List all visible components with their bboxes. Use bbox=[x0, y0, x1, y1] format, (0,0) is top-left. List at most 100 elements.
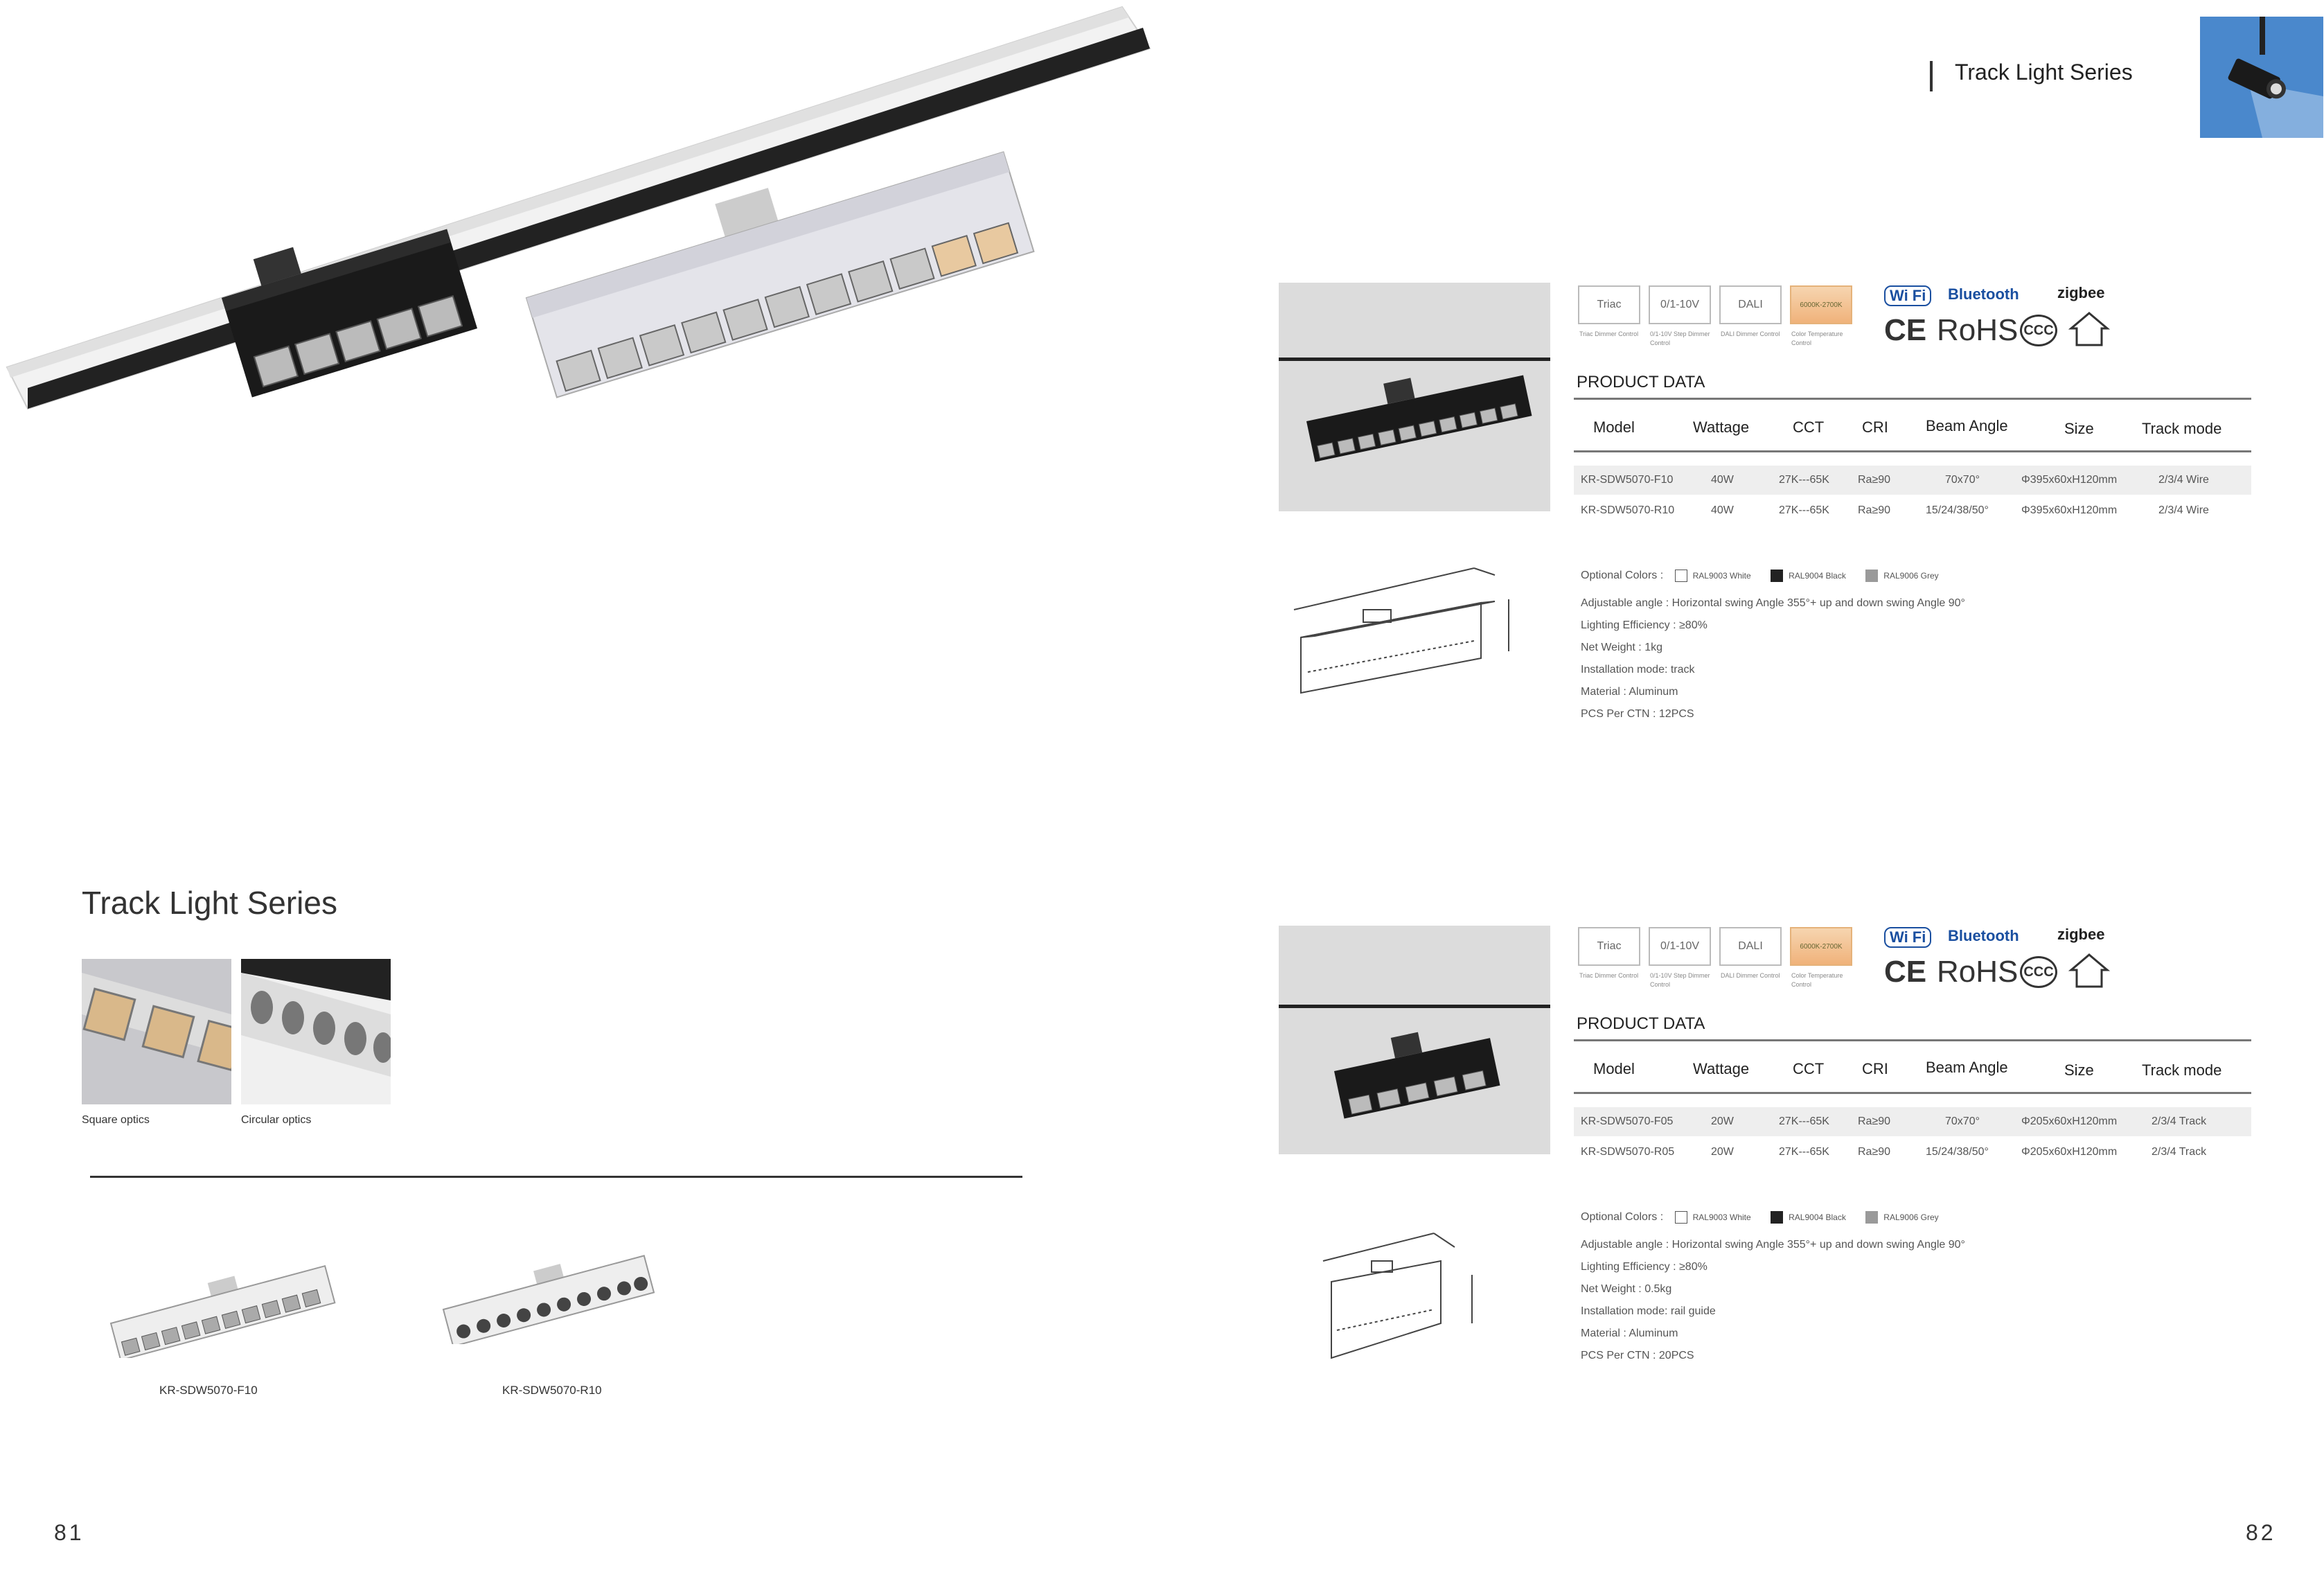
block2-spec-lighting-efficiency: Lighting Efficiency : ≥80% bbox=[1581, 1261, 1707, 1273]
block1-rule-top bbox=[1574, 398, 2251, 400]
block2-spec-adjustable-angle: Adjustable angle : Horizontal swing Angl… bbox=[1581, 1239, 1965, 1251]
block1-cell-1-model: KR-SDW5070-R10 bbox=[1581, 504, 1675, 516]
block2-optional-colors: Optional Colors : RAL9003 White RAL9004 … bbox=[1581, 1211, 1955, 1224]
product-caption-f10: KR-SDW5070-F10 bbox=[159, 1384, 258, 1397]
block1-header-size: Size bbox=[2064, 420, 2094, 437]
block1-header-model: Model bbox=[1593, 418, 1635, 436]
block2-dimension-drawing bbox=[1316, 1226, 1496, 1365]
block1-header-track-mode: Track mode bbox=[2142, 420, 2222, 437]
block2-swatch-white bbox=[1674, 1211, 1687, 1224]
block2-header-beam-angle: Beam Angle bbox=[1926, 1059, 2008, 1076]
block1-control-0-10v: 0/1-10V bbox=[1649, 285, 1711, 324]
page-number-left: 81 bbox=[54, 1520, 85, 1545]
block1-caption-triac: Triac Dimmer Control bbox=[1579, 330, 1639, 337]
block2-spec-material: Material : Aluminum bbox=[1581, 1327, 1678, 1339]
hero-track-light-image bbox=[0, 0, 1178, 485]
block1-optional-colors-label: Optional Colors : bbox=[1581, 570, 1664, 582]
block2-header-cri: CRI bbox=[1862, 1060, 1888, 1077]
circular-optics-caption: Circular optics bbox=[241, 1114, 312, 1126]
block2-control-cct: 6000K-2700K bbox=[1790, 927, 1852, 966]
product-caption-r10: KR-SDW5070-R10 bbox=[502, 1384, 602, 1397]
block2-cell-0-wattage: 20W bbox=[1711, 1115, 1734, 1127]
square-optics-image bbox=[82, 959, 231, 1104]
block2-header-cct: CCT bbox=[1793, 1060, 1825, 1077]
block2-product-photo bbox=[1279, 926, 1550, 1154]
block2-caption-0-10v: 0/1-10V Step Dimmer Control bbox=[1650, 972, 1710, 988]
block1-cell-0-wattage: 40W bbox=[1711, 474, 1734, 486]
block1-control-cct: 6000K-2700K bbox=[1790, 285, 1852, 324]
block2-swatch-black bbox=[1771, 1211, 1784, 1224]
block1-swatch-black-label: RAL9004 Black bbox=[1789, 571, 1846, 581]
block2-header-size: Size bbox=[2064, 1061, 2094, 1079]
block2-cell-1-size: Φ205x60xH120mm bbox=[2021, 1146, 2118, 1158]
block2-header-track-mode: Track mode bbox=[2142, 1061, 2222, 1079]
block2-caption-dali: DALI Dimmer Control bbox=[1721, 972, 1780, 979]
block1-header-beam-angle: Beam Angle bbox=[1926, 417, 2008, 434]
block2-control-0-10v: 0/1-10V bbox=[1649, 927, 1711, 966]
block2-cell-0-cct: 27K---65K bbox=[1779, 1115, 1829, 1127]
block2-swatch-grey bbox=[1865, 1211, 1879, 1224]
block1-dimension-drawing bbox=[1287, 561, 1536, 707]
corner-product-thumbnail bbox=[2200, 17, 2323, 138]
block2-cell-0-beam: 70x70° bbox=[1945, 1115, 1980, 1127]
block2-control-triac: Triac bbox=[1578, 927, 1640, 966]
block1-spec-net-weight: Net Weight : 1kg bbox=[1581, 642, 1662, 653]
block2-control-dali: DALI bbox=[1719, 927, 1782, 966]
block2-cell-0-cri: Ra≥90 bbox=[1858, 1115, 1891, 1127]
block2-swatch-grey-label: RAL9006 Grey bbox=[1883, 1212, 1939, 1222]
block2-rule-header bbox=[1574, 1092, 2251, 1094]
block1-cell-1-beam: 15/24/38/50° bbox=[1926, 504, 1989, 516]
block1-zigbee-icon: zigbee bbox=[2057, 284, 2105, 301]
block2-swatch-black-label: RAL9004 Black bbox=[1789, 1212, 1846, 1222]
header-series-title: Track Light Series bbox=[1955, 60, 2133, 85]
block2-cell-1-beam: 15/24/38/50° bbox=[1926, 1146, 1989, 1158]
block1-cell-1-cct: 27K---65K bbox=[1779, 504, 1829, 516]
block2-cell-1-wattage: 20W bbox=[1711, 1146, 1734, 1158]
block2-zigbee-icon: zigbee bbox=[2057, 926, 2105, 943]
block2-caption-cct: Color Temperature Control bbox=[1791, 972, 1843, 988]
block1-swatch-grey-label: RAL9006 Grey bbox=[1883, 571, 1939, 581]
block2-home-icon bbox=[2068, 952, 2111, 993]
block2-spec-net-weight: Net Weight : 0.5kg bbox=[1581, 1283, 1672, 1295]
block1-swatch-black bbox=[1771, 570, 1784, 582]
block1-rohs-icon: RoHS bbox=[1937, 313, 2019, 347]
block1-swatch-white-label: RAL9003 White bbox=[1692, 571, 1751, 581]
block1-product-photo bbox=[1279, 283, 1550, 511]
circular-optics-image bbox=[241, 959, 391, 1104]
block1-cell-1-track: 2/3/4 Wire bbox=[2158, 504, 2209, 516]
block1-spec-installation-mode: Installation mode: track bbox=[1581, 664, 1695, 676]
block1-header-cct: CCT bbox=[1793, 418, 1825, 436]
block1-cell-0-cri: Ra≥90 bbox=[1858, 474, 1891, 486]
block2-ce-icon: CE bbox=[1884, 955, 1927, 989]
block1-cell-0-model: KR-SDW5070-F10 bbox=[1581, 474, 1674, 486]
square-optics-caption: Square optics bbox=[82, 1114, 150, 1126]
block2-header-model: Model bbox=[1593, 1060, 1635, 1077]
block2-header-wattage: Wattage bbox=[1693, 1060, 1750, 1077]
block1-cell-1-cri: Ra≥90 bbox=[1858, 504, 1891, 516]
block2-ccc-icon: CCC bbox=[2020, 956, 2057, 988]
block1-cell-0-beam: 70x70° bbox=[1945, 474, 1980, 486]
block2-cell-1-cri: Ra≥90 bbox=[1858, 1146, 1891, 1158]
block1-caption-cct: Color Temperature Control bbox=[1791, 330, 1843, 346]
block1-spec-material: Material : Aluminum bbox=[1581, 686, 1678, 698]
header-divider bbox=[1930, 61, 1933, 91]
block1-cell-0-track: 2/3/4 Wire bbox=[2158, 474, 2209, 486]
block1-cell-1-wattage: 40W bbox=[1711, 504, 1734, 516]
block2-cell-0-model: KR-SDW5070-F05 bbox=[1581, 1115, 1674, 1127]
block2-rohs-icon: RoHS bbox=[1937, 955, 2019, 989]
product-image-r10 bbox=[436, 1206, 658, 1348]
block2-cell-1-model: KR-SDW5070-R05 bbox=[1581, 1146, 1675, 1158]
block2-cell-0-size: Φ205x60xH120mm bbox=[2021, 1115, 2118, 1127]
block1-header-wattage: Wattage bbox=[1693, 418, 1750, 436]
block2-optional-colors-label: Optional Colors : bbox=[1581, 1211, 1664, 1224]
left-divider bbox=[90, 1176, 1022, 1178]
block1-ccc-icon: CCC bbox=[2020, 315, 2057, 346]
block1-wifi-icon: Wi Fi bbox=[1884, 285, 1932, 306]
block1-product-data-title: PRODUCT DATA bbox=[1577, 373, 1705, 391]
page-number-right: 82 bbox=[2246, 1520, 2276, 1545]
block2-spec-installation-mode: Installation mode: rail guide bbox=[1581, 1305, 1716, 1317]
block1-caption-dali: DALI Dimmer Control bbox=[1721, 330, 1780, 337]
block1-caption-0-10v: 0/1-10V Step Dimmer Control bbox=[1650, 330, 1710, 346]
block1-cell-1-size: Φ395x60xH120mm bbox=[2021, 504, 2118, 516]
block1-cell-0-size: Φ395x60xH120mm bbox=[2021, 474, 2118, 486]
